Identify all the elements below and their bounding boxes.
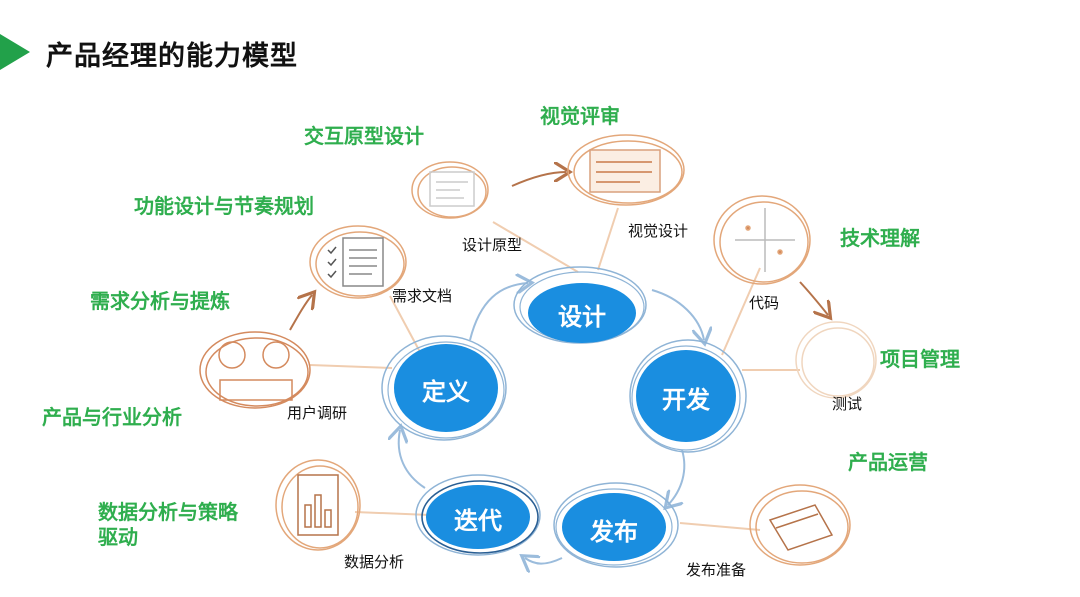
ability-project-management: 项目管理 <box>880 347 960 371</box>
artifact-test-sketch <box>795 321 877 399</box>
connector-release-prep <box>679 522 761 531</box>
stage-release-label: 发布 <box>590 518 638 546</box>
ability-product-operation: 产品运营 <box>848 450 928 474</box>
artifact-testing-label: 测试 <box>832 395 863 413</box>
stage-define-label: 定义 <box>422 378 470 406</box>
stage-develop-circle <box>636 350 736 442</box>
artifact-design-prototype-label: 设计原型 <box>462 236 523 254</box>
ability-visual-review: 视觉评审 <box>540 104 620 128</box>
artifact-visual-sketch <box>567 134 685 206</box>
arrow-release-to-iterate <box>525 558 563 564</box>
ability-requirement-analysis: 需求分析与提炼 <box>90 289 230 313</box>
artifact-data-analysis-label: 数据分析 <box>344 553 405 571</box>
artifact-doc-sketch <box>309 225 407 299</box>
arrow-define-to-design <box>469 283 528 341</box>
cycle-arrows <box>399 283 704 564</box>
ability-interaction-prototype: 交互原型设计 <box>304 124 424 148</box>
connector-data <box>354 511 431 516</box>
ability-function-design: 功能设计与节奏规划 <box>134 194 314 218</box>
artifact-code-sketch <box>713 195 811 285</box>
title-bar: 产品经理的能力模型 <box>0 30 600 74</box>
artifact-prototype-sketch <box>411 161 489 219</box>
arrow-develop-to-release <box>668 449 686 505</box>
artifact-code-label: 代码 <box>749 294 780 312</box>
arrow-research-to-doc <box>289 295 312 331</box>
artifact-requirement-doc-label: 需求文档 <box>392 287 453 305</box>
arrow-code-to-test <box>799 281 828 315</box>
arrow-iterate-to-define <box>399 430 426 489</box>
stage-circles <box>381 266 747 568</box>
artifact-release-prep-label: 发布准备 <box>686 561 747 579</box>
title-arrow-icon <box>0 34 30 70</box>
ability-data-analysis-strategy: 数据分析与策略 驱动 <box>98 500 238 549</box>
stage-iterate-label: 迭代 <box>454 507 502 535</box>
ability-industry-analysis: 产品与行业分析 <box>42 405 182 429</box>
stage-iterate-circle <box>426 485 530 549</box>
artifact-user-research-label: 用户调研 <box>287 404 348 422</box>
artifact-release-prep-sketch <box>749 484 851 566</box>
arrow-design-to-develop <box>651 289 704 340</box>
artifact-research-sketch <box>199 331 311 409</box>
connector-research <box>309 364 393 369</box>
connector-prototype <box>492 221 579 273</box>
ability-tech-understanding: 技术理解 <box>840 226 920 250</box>
connector-visual <box>597 207 619 271</box>
artifact-data-sketch <box>275 459 361 551</box>
stage-define-circle <box>394 344 498 432</box>
stage-design-circle <box>528 283 636 343</box>
stage-design-label: 设计 <box>558 303 606 331</box>
stage-release-circle <box>562 493 666 561</box>
connector-lines <box>309 207 800 531</box>
page-title: 产品经理的能力模型 <box>46 41 298 72</box>
stage-develop-label: 开发 <box>662 386 710 414</box>
connector-code <box>721 267 761 356</box>
arrow-prototype-to-visual <box>511 172 566 187</box>
artifact-visual-design-label: 视觉设计 <box>628 222 689 240</box>
